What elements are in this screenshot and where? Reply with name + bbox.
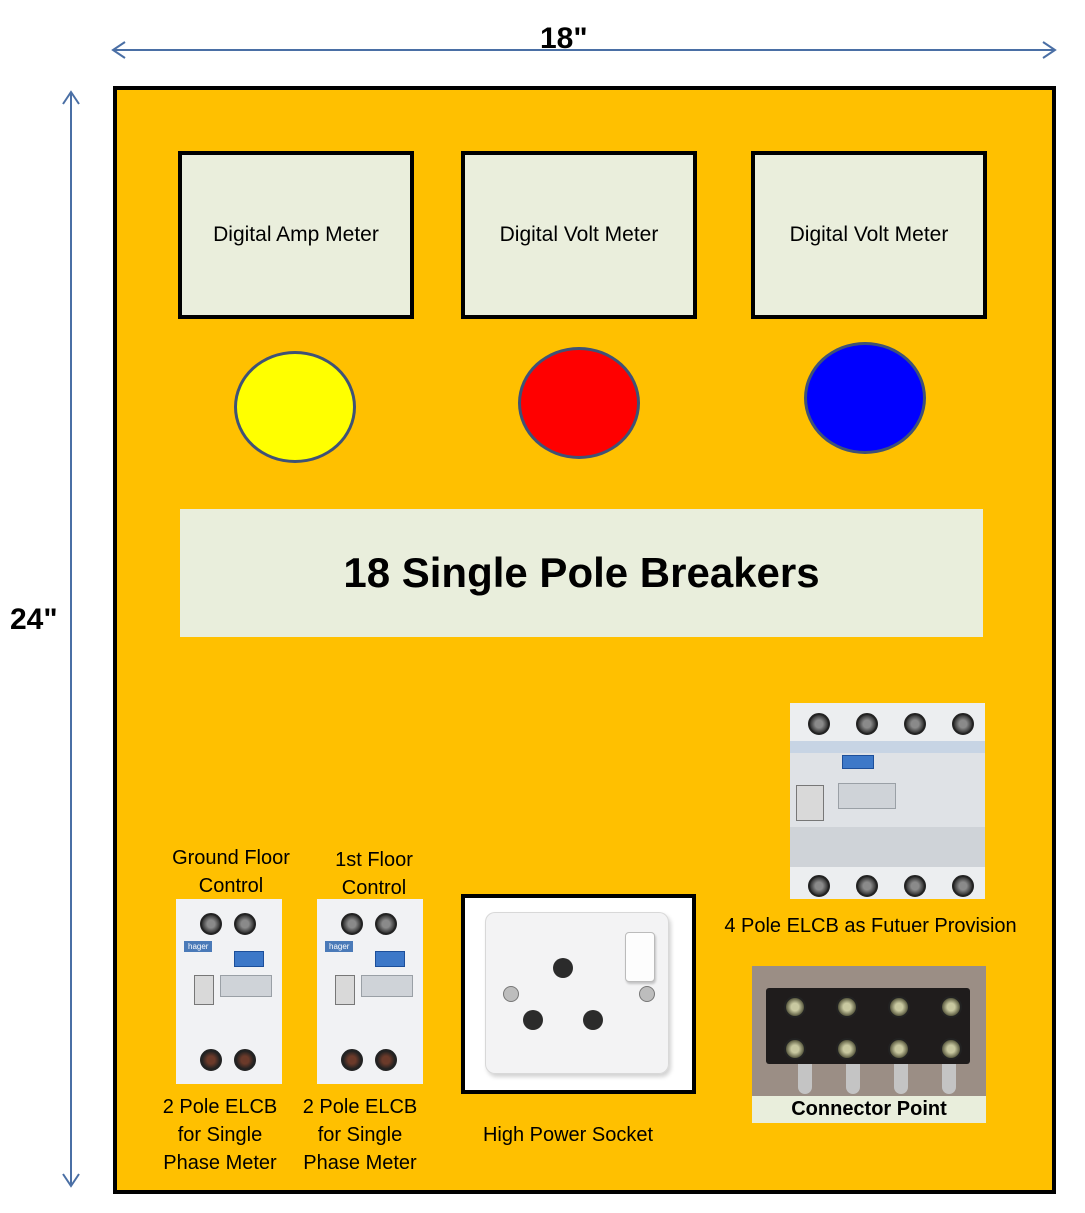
amp-meter-label: Digital Amp Meter [213,223,379,246]
socket-caption: High Power Socket [482,1124,654,1146]
brand-label-icon: hager [325,941,354,952]
connector-caption: Connector Point [752,1096,986,1123]
volt-meter-1: Digital Volt Meter [461,151,697,319]
lever-icon [335,975,355,1005]
brand-label-icon: hager [184,941,213,952]
amp-meter: Digital Amp Meter [178,151,414,319]
breakers-block: 18 Single Pole Breakers [180,509,983,637]
elcb-2pole-left: hager [176,899,282,1084]
volt-meter-2: Digital Volt Meter [751,151,987,319]
elcb-left-title: Ground Floor Control [172,847,290,897]
elcb-left-caption: 2 Pole ELCB for Single Phase Meter [162,1096,278,1174]
earth-pin-icon [553,958,573,978]
elcb-4pole [790,703,985,899]
test-button-icon [234,951,264,967]
elcb-right-title: 1st Floor Control [335,849,413,899]
socket-switch-icon [625,932,655,982]
test-button-icon [842,755,874,769]
width-label: 18" [540,22,588,55]
live-pin-icon [523,1010,543,1030]
elcb-right-caption: 2 Pole ELCB for Single Phase Meter [302,1096,418,1174]
high-power-socket [461,894,696,1094]
height-label: 24" [10,603,58,636]
volt-meter-2-label: Digital Volt Meter [789,223,949,246]
elcb-2pole-right: hager [317,899,423,1084]
lever-icon [796,785,824,821]
lever-icon [194,975,214,1005]
indicator-lamp-yellow [234,351,356,463]
test-button-icon [375,951,405,967]
socket-plate-icon [485,912,669,1074]
neutral-pin-icon [583,1010,603,1030]
breakers-label: 18 Single Pole Breakers [343,549,820,596]
connector-terminal-block [752,966,986,1096]
indicator-lamp-blue [804,342,926,454]
indicator-lamp-red [518,347,640,459]
elcb4-caption: 4 Pole ELCB as Futuer Provision [724,915,1017,937]
volt-meter-1-label: Digital Volt Meter [499,223,659,246]
